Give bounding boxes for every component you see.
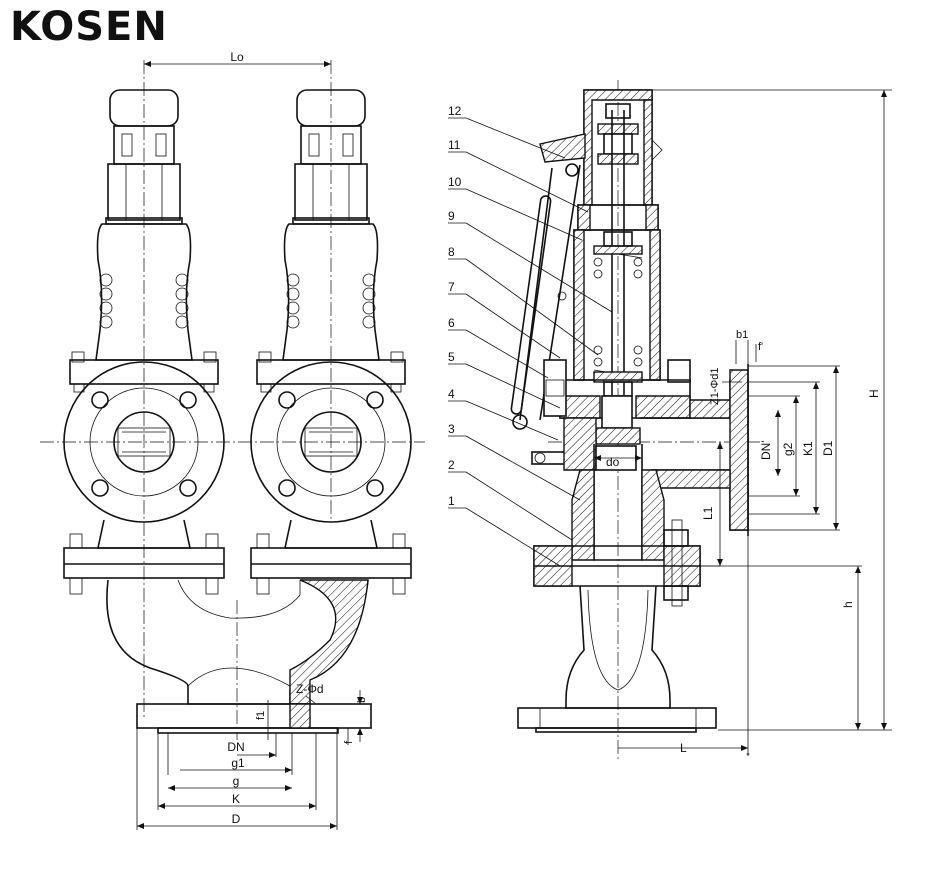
dim-l1: L1 [701,506,715,520]
dim-g: g [233,774,240,788]
dim-g1: g1 [231,756,245,770]
dim-outlet-bolt-holes: Z1-Φd1 [709,367,721,405]
part-3: 3 [448,422,455,436]
dim-outlet-nominal: DN' [759,440,773,460]
dim-minus: - [746,746,750,760]
part-1: 1 [448,494,455,508]
dim-b: b [356,697,368,703]
dim-f-prime: f' [758,341,763,353]
dim-bolt-holes: Z-Φd [296,682,324,696]
part-2: 2 [448,458,455,472]
dim-lo: Lo [230,50,244,64]
dim-k: K [232,792,240,806]
dim-height-inlet: h [841,601,855,608]
dim-dn: DN [227,740,244,754]
dim-k1: K1 [801,441,815,456]
spring [593,245,643,383]
dim-b1: b1 [736,329,748,341]
part-4: 4 [448,387,455,401]
part-7: 7 [448,280,455,294]
part-10: 10 [448,175,462,189]
part-12: 12 [448,104,462,118]
valve-section-view: do 12 11 10 9 8 7 6 5 4 [448,80,892,760]
dim-l: L [680,741,687,755]
part-5: 5 [448,350,455,364]
dim-f1: f1 [255,711,267,720]
dim-seat-diameter: do [606,455,620,469]
part-8: 8 [448,245,455,259]
part-11: 11 [448,138,461,152]
part-9: 9 [448,209,455,223]
dim-g2: g2 [781,442,795,456]
brand-logo: KOSEN [10,4,168,50]
dim-height-total: H [867,389,881,398]
dim-d: D [232,812,241,826]
dim-d1: D1 [821,440,835,456]
twin-valve-front-view: Lo DN g1 g K [40,50,425,830]
dim-f: f [343,740,355,744]
part-6: 6 [448,316,455,330]
part-number-callouts: 12 11 10 9 8 7 6 5 4 3 [448,104,613,567]
